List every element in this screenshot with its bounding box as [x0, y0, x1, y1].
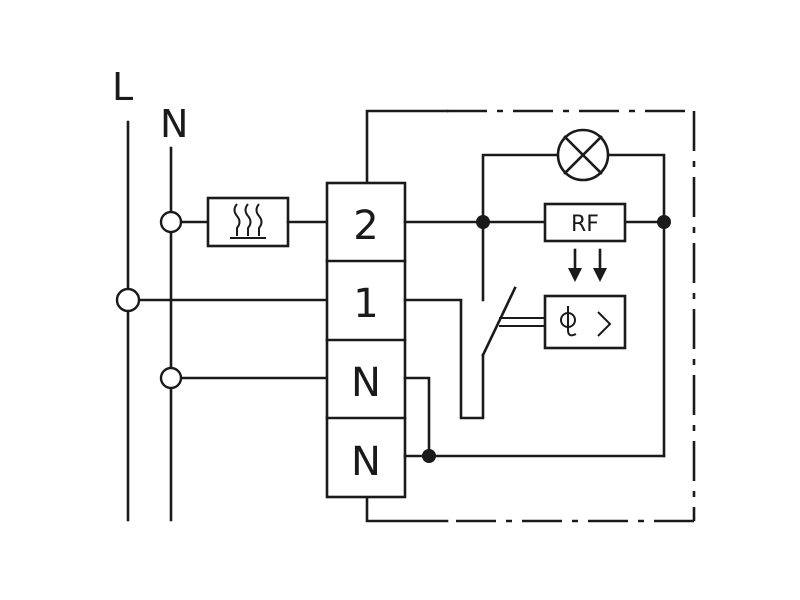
switch-contact-icon: [481, 286, 545, 357]
rf-receiver: RF: [543, 202, 627, 243]
heater-element: [206, 196, 290, 248]
rf-label: RF: [571, 212, 599, 237]
housing-outline-top-left: [365, 109, 449, 185]
junction-dot-bottom: [422, 449, 436, 463]
terminal-n1-label: N: [351, 360, 381, 406]
junction-dot-left: [476, 215, 490, 229]
temperature-sensor-icon: [560, 306, 612, 337]
wire-terminal1-switch: [403, 298, 485, 420]
wire-lamp-left: [481, 153, 559, 224]
thermostat-controller: [543, 294, 627, 350]
neutral-label: N: [160, 102, 188, 146]
neutral-terminal-point-bottom: [159, 366, 183, 390]
junction-dot-right: [657, 215, 671, 229]
housing-outline-bottom-left: [365, 495, 449, 523]
wire-lamp-right: [607, 153, 666, 458]
lamp-indicator-icon: [556, 128, 610, 182]
heater-symbol-icon: [230, 203, 266, 239]
line-terminal-point: [115, 287, 141, 313]
terminal-block: 2 1 N N: [325, 181, 407, 499]
terminal-1-label: 1: [353, 281, 378, 327]
down-arrow-icon: [568, 248, 607, 282]
terminal-n2-label: N: [351, 439, 381, 485]
terminal-2-label: 2: [353, 203, 378, 249]
neutral-terminal-point-top: [159, 210, 183, 234]
wire-terminalN-bridge: [403, 376, 431, 458]
line-label: L: [112, 65, 133, 109]
